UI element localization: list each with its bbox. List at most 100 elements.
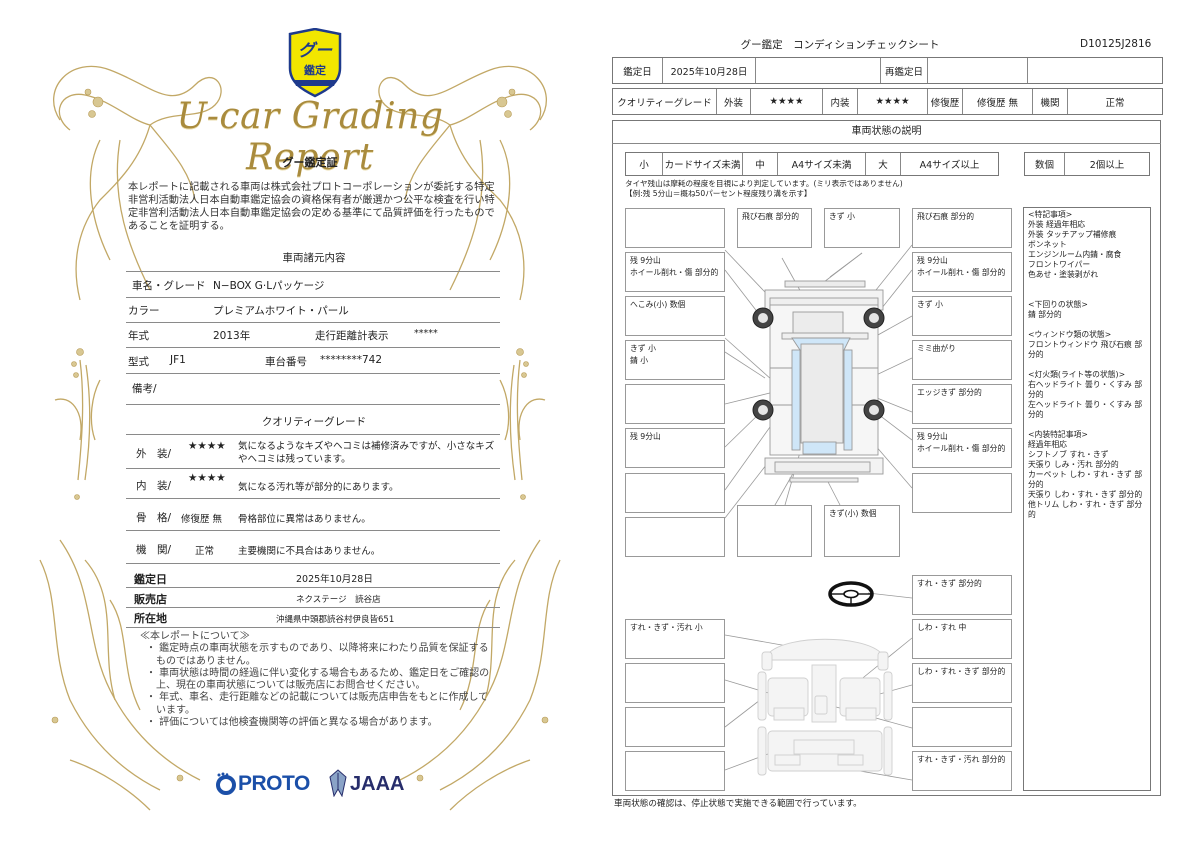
comment-box-front-right: 飛び石痕 部分的 [912,208,1012,248]
document-id: D10125J2816 [1080,38,1152,50]
comment-box-right-trim: しわ・すれ・きず 部分的 [912,663,1012,703]
comment-box-front-left-tire: 残 9分山 ホイール削れ・傷 部分的 [625,252,725,292]
notes-line: 色あせ・塗装剥がれ [1028,270,1099,279]
divider [126,587,500,588]
quality-frame-grade: 修復歴 無 [181,514,223,525]
divider [126,347,500,348]
quality-frame-desc: 骨格部位に異常はありません。 [238,514,371,525]
engine-value: 正常 [1105,97,1125,109]
steering-wheel-icon [828,581,874,607]
divider [126,468,500,469]
comment-line: ホイール削れ・傷 部分的 [630,268,719,277]
comment-box-left-trim [625,707,725,747]
comment-box-rear-left-tire: 残 9分山 [625,428,725,468]
date-value: 2025年10月28日 [663,58,756,83]
vehicle-condition-frame [612,120,1161,796]
notes-heading: <下回りの状態> [1028,300,1088,309]
notes-line: フロントワイパー [1028,260,1091,269]
quality-exterior-label: 外 装/ [136,448,172,460]
interior-grade: ★★★★ [858,89,928,114]
comment-box-left-quarter [625,473,725,513]
quality-interior-grade: ★★★★ [188,472,226,484]
reinspect-value [928,58,1028,83]
notes-line: 錆 部分的 [1028,310,1062,319]
special-notes-box: <特記事項> 外装 経過年相応 外装 タッチアップ補修痕 ボンネット エンジンル… [1023,207,1151,791]
comment-box-rear-gate [737,505,812,557]
car-name-value: N−BOX G·Lパッケージ [213,280,325,292]
comment-box-right-rear-door: エッジきず 部分的 [912,384,1012,424]
divider [126,404,500,405]
comment-line: 残 9分山 [630,256,661,265]
notes-line: 外装 タッチアップ補修痕 [1028,230,1117,239]
comment-box-front-right-tire: 残 9分山 ホイール削れ・傷 部分的 [912,252,1012,292]
size-small-value: カードサイズ未満 [663,153,743,175]
jaaa-logo: JAAA [350,773,405,795]
comment-line: きず 小 [630,344,656,353]
svg-text:グー: グー [298,41,333,61]
grading-certificate: グー 鑑定 U-car Grading Report グー鑑定証 本レポートに記… [39,28,561,811]
comment-box-right-fender: きず 小 [912,296,1012,336]
comment-line: ホイール削れ・傷 部分的 [917,444,1006,453]
address-value: 沖縄県中頭郡読谷村伊良皆651 [276,615,395,625]
report-script-title: U-car Grading Report [176,96,444,178]
comment-box-passenger-seat: しわ・すれ 中 [912,619,1012,659]
repair-value: 修復歴 無 [963,89,1033,114]
blank-cell [756,58,881,83]
inspection-date-label: 鑑定日 [134,573,167,586]
notes-line: 右ヘッドライト 曇り・くすみ 部分的 [1028,380,1143,399]
inspection-date-value: 2025年10月28日 [296,574,373,585]
notes-line: フロントウィンドウ 飛び石痕 部分的 [1028,340,1143,359]
comment-box-rear-right-tire: 残 9分山 ホイール削れ・傷 部分的 [912,428,1012,468]
quality-exterior-grade: ★★★★ [188,440,226,452]
inspection-date-row: 鑑定日 2025年10月28日 再鑑定日 [612,57,1163,84]
model-label: 型式 [128,356,149,368]
quality-grade-row: クオリティーグレード 外装 ★★★★ 内装 ★★★★ 修復歴 修復歴 無 機関 … [612,88,1163,115]
tire-note-line: タイヤ残山は摩耗の程度を目視により判定しています。(ミリ表示ではありません) [625,179,903,188]
repair-label: 修復歴 [928,89,963,114]
comment-box-driver-seat [625,663,725,703]
certificate-intro-text: 本レポートに記載される車両は株式会社プロトコーポレーションが委託する特定非営利活… [128,182,495,232]
engine-label: 機関 [1033,89,1068,114]
divider [126,322,500,323]
notes-title: ≪本レポートについて≫ [140,631,250,642]
size-large-label: 大 [866,153,901,175]
tire-note: タイヤ残山は摩耗の程度を目視により判定しています。(ミリ表示ではありません) 【… [625,179,903,199]
notes-item: ・ 評価については他検査機関等の評価と異なる場合があります。 [146,717,438,729]
proto-logo-icon [216,772,236,795]
tire-icon [752,307,885,421]
notes-item: ・ 年式、車名、走行距離などの記載については販売店申告をもとに作成しています。 [146,692,489,716]
count-legend: 数個 2個以上 [1024,152,1150,176]
comment-line: 残 9分山 [917,432,948,441]
exterior-grade: ★★★★ [751,89,823,114]
comment-line: 残 9分山 [917,256,948,265]
gold-ribbon-ornament-icon [39,65,561,811]
comment-box-rear-bumper: きず(小) 数個 [824,505,900,557]
address-label: 所在地 [134,612,167,625]
comment-box-right-front-door: ミミ曲がり [912,340,1012,380]
year-value: 2013年 [213,330,251,342]
notes-line: 経過年相応 [1028,440,1067,449]
notes-heading: <内装特記事項> [1028,430,1088,439]
quality-exterior-desc: 気になるようなキズやヘコミは補修済みですが、小さなキズやヘコミは残っています。 [238,441,495,465]
size-legend: 小 カードサイズ未満 中 A4サイズ未満 大 A4サイズ以上 [625,152,999,176]
notes-line: 他トリム しわ・すれ・きず 部分的 [1028,500,1143,519]
count-label: 数個 [1025,153,1065,175]
date-label: 鑑定日 [613,58,663,83]
divider [126,297,500,298]
notes-item: ・ 鑑定時点の車両状態を示すものであり、以降将来にわたり品質を保証するものではあ… [146,643,489,667]
comment-box-carpet: すれ・きず・汚れ 部分的 [912,751,1012,791]
quality-engine-label: 機 関/ [136,544,172,556]
divider [126,563,500,564]
chassis-label: 車台番号 [265,356,307,368]
report-notes: ≪本レポートについて≫ ・ 鑑定時点の車両状態を示すものであり、以降将来にわたり… [140,631,495,729]
notes-heading: <灯火類(ライト等の状態)> [1028,370,1126,379]
quality-label: クオリティーグレード [613,89,717,114]
svg-text:鑑定: 鑑定 [304,63,326,77]
divider [126,627,500,628]
comment-box-rear-seat [625,751,725,791]
comment-box-rear-left [625,517,725,557]
comment-box-console [912,707,1012,747]
notes-line: エンジンルーム内錆・腐食 [1028,250,1122,259]
specs-section-title: 車両諸元内容 [282,252,346,264]
comment-box-left-rear-door [625,384,725,424]
